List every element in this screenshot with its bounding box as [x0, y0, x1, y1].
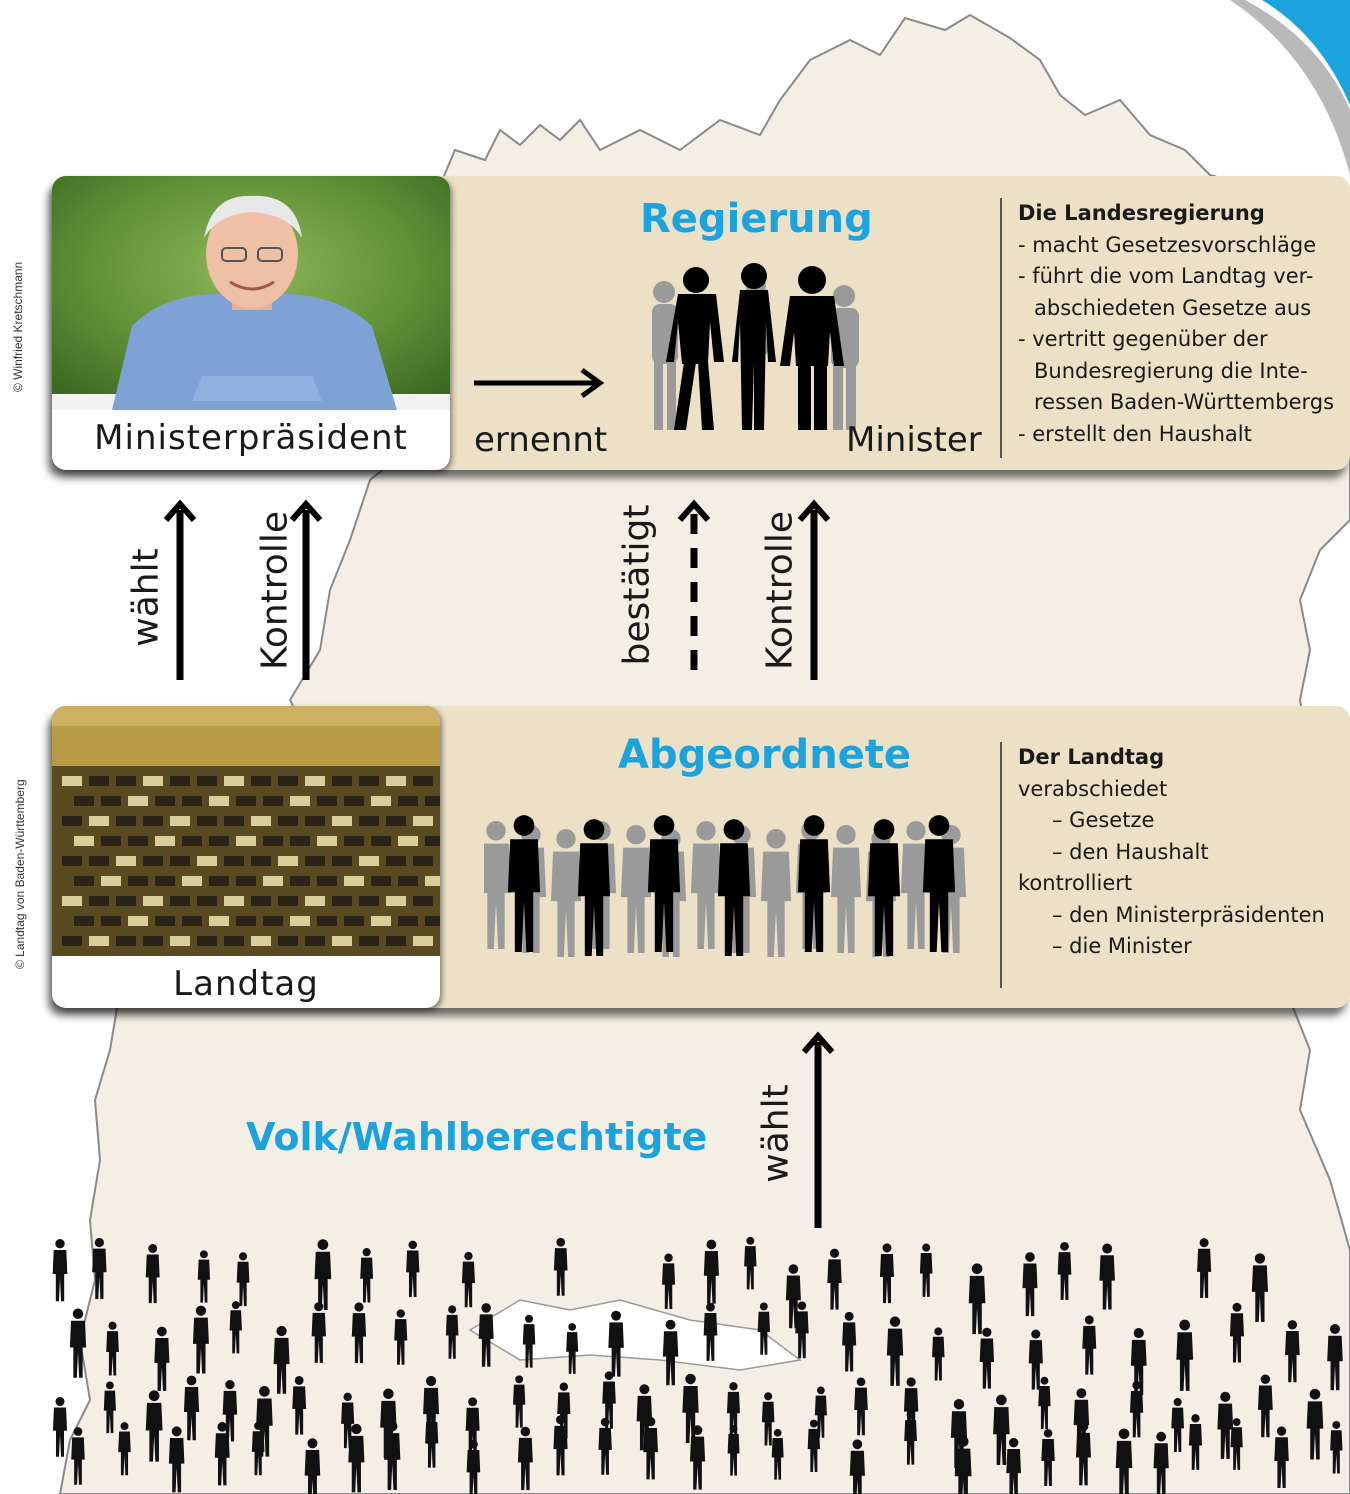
- lake-outline: [468, 1299, 802, 1371]
- government-info-line: Bundesregierung die Inte-: [1034, 358, 1308, 383]
- photo-credit-bottom: © Landtag von Baden-Württemberg: [13, 779, 27, 969]
- government-info-line: - macht Gesetzesvorschläge: [1018, 232, 1317, 257]
- prime-minister-caption: Ministerpräsident: [94, 418, 408, 458]
- prime-minister-photo: [52, 176, 450, 410]
- corner-decoration-blue: [1262, 0, 1350, 105]
- government-info-line: abschiedeten Gesetze aus: [1034, 295, 1312, 320]
- government-info-title: Die Landesregierung: [1018, 201, 1265, 225]
- parliament-info-line: – den Ministerpräsidenten: [1052, 902, 1325, 927]
- photo-credit-top: © Winfried Kretschmann: [11, 261, 25, 392]
- government-info-line: - führt die vom Landtag ver-: [1018, 264, 1314, 288]
- confirms-arrow: [677, 499, 711, 680]
- confirms-label: bestätigt: [616, 504, 658, 666]
- parliament-info-line: – die Minister: [1052, 934, 1192, 958]
- government-heading: Regierung: [640, 196, 873, 242]
- appoints-label: ernennt: [474, 420, 608, 460]
- citizen-crowd-silhouettes: [52, 1236, 1343, 1494]
- parliament-caption: Landtag: [173, 964, 319, 1004]
- parliament-info-line: – Gesetze: [1052, 808, 1155, 832]
- elects-pm-label: wählt: [125, 548, 167, 647]
- government-info-line: - vertritt gegenüber der: [1018, 327, 1268, 351]
- government-info-line: ressen Baden-Württembergs: [1034, 390, 1335, 414]
- people-heading: Volk/Wahlberechtigte: [246, 1115, 708, 1159]
- control-pm-label: Kontrolle: [254, 511, 296, 670]
- people-elect-label: wählt: [755, 1084, 797, 1183]
- parliament-info-title: Der Landtag: [1018, 745, 1165, 769]
- parliament-card: Landtag: [52, 706, 440, 1008]
- parliament-heading: Abgeordnete: [618, 732, 912, 778]
- deputies-group-icon: [484, 815, 967, 957]
- parliament-info: Der Landtag verabschiedet – Gesetze – de…: [1000, 742, 1325, 988]
- prime-minister-card: Ministerpräsident: [52, 176, 450, 470]
- people-elect-arrow: [801, 1031, 835, 1228]
- control-ministers-label: Kontrolle: [759, 511, 801, 670]
- parliament-chamber-photo: [52, 706, 440, 956]
- control-ministers-arrow: [797, 499, 831, 680]
- parliament-info-line: kontrolliert: [1018, 871, 1133, 895]
- government-info-line: - erstellt den Haushalt: [1018, 421, 1252, 446]
- parliament-info-line: – den Haushalt: [1052, 839, 1209, 864]
- parliament-info-line: verabschiedet: [1018, 776, 1168, 801]
- elects-pm-arrow: [163, 499, 197, 680]
- ministers-label: Minister: [846, 420, 982, 460]
- ministers-group-icon: [652, 263, 859, 430]
- government-info: Die Landesregierung - macht Gesetzesvors…: [1000, 198, 1334, 458]
- control-pm-arrow: [289, 499, 323, 680]
- appoints-arrow: [474, 368, 605, 398]
- corner-decoration-gray: [1230, 0, 1350, 175]
